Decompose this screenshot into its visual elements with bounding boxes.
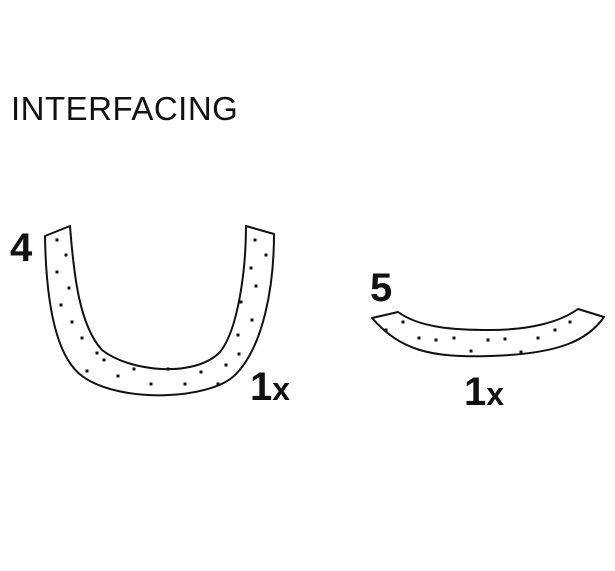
piece-4-quantity: 1x — [250, 365, 290, 409]
interfacing-dot — [417, 336, 421, 340]
pattern-piece-4: 4 1x — [10, 225, 290, 409]
interfacing-dot — [401, 320, 405, 324]
interfacing-dot — [183, 382, 187, 386]
piece-5-quantity: 1x — [464, 370, 504, 414]
interfacing-dot — [452, 336, 456, 340]
interfacing-dot — [250, 318, 254, 322]
interfacing-dot — [85, 369, 89, 373]
interfacing-dot — [224, 363, 228, 367]
interfacing-dot — [469, 349, 473, 353]
interfacing-dot — [95, 351, 99, 355]
piece-5-quantity-number: 1 — [464, 370, 486, 414]
interfacing-dot — [503, 337, 507, 341]
interfacing-dot — [536, 336, 540, 340]
interfacing-dot — [166, 367, 170, 371]
page-title: INTERFACING — [11, 90, 238, 127]
interfacing-dot — [237, 352, 241, 356]
interfacing-dot — [264, 253, 268, 257]
interfacing-dot — [59, 303, 63, 307]
interfacing-dot — [102, 358, 106, 362]
interfacing-dot — [253, 238, 257, 242]
interfacing-dot — [116, 374, 120, 378]
interfacing-dot — [70, 320, 74, 324]
piece-5-outline — [371, 308, 605, 358]
piece-5-number: 5 — [370, 266, 392, 310]
interfacing-dot — [236, 333, 240, 337]
piece-4-quantity-number: 1 — [250, 365, 272, 409]
interfacing-dot — [486, 338, 490, 342]
piece-4-number: 4 — [10, 226, 33, 270]
interfacing-dot — [239, 300, 243, 304]
interfacing-dot — [519, 350, 523, 354]
interfacing-dot — [553, 328, 557, 332]
interfacing-dot — [568, 320, 572, 324]
pattern-piece-5: 5 1x — [370, 266, 605, 414]
interfacing-dot — [64, 253, 68, 257]
interfacing-dot — [149, 382, 153, 386]
piece-5-interfacing-dots — [384, 320, 572, 354]
piece-4-quantity-suffix: x — [272, 371, 290, 407]
piece-4-outline — [44, 225, 275, 397]
interfacing-dot — [254, 284, 258, 288]
interfacing-dot — [132, 367, 136, 371]
interfacing-dot — [199, 370, 203, 374]
interfacing-dot — [67, 286, 71, 290]
interfacing-dot — [55, 238, 59, 242]
piece-5-quantity-suffix: x — [486, 376, 504, 412]
interfacing-dot — [216, 382, 220, 386]
interfacing-dot — [249, 266, 253, 270]
piece-4-interfacing-dots — [55, 238, 268, 386]
interfacing-dot — [80, 336, 84, 340]
interfacing-dot — [384, 328, 388, 332]
interfacing-dot — [55, 270, 59, 274]
interfacing-dot — [434, 338, 438, 342]
